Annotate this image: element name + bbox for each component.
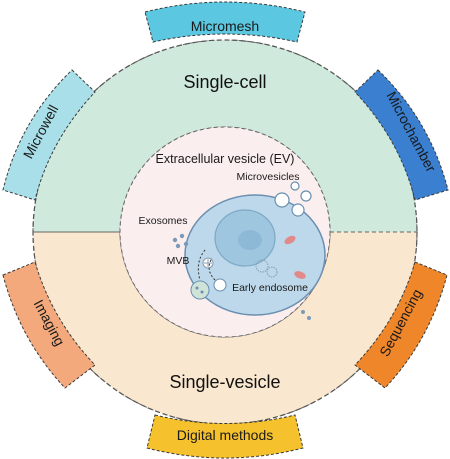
microwell-segment (2, 69, 96, 201)
pathway-arrow (197, 249, 206, 281)
golgi (255, 259, 269, 273)
exosome (172, 237, 178, 243)
single-vesicle-title: Single-vesicle (169, 372, 280, 392)
microvesicle-2 (291, 203, 305, 217)
ev-title: Extracellular vesicle (EV) (156, 152, 295, 166)
microvesicle-3 (300, 190, 312, 202)
microvesicle (274, 192, 290, 208)
digital-methods-label: Digital methods (177, 427, 274, 443)
mvb-body (190, 280, 210, 300)
single-cell-title: Single-cell (183, 72, 266, 92)
mvb-label: MVB (167, 255, 190, 267)
cell-illustration (172, 181, 326, 320)
nucleolus (238, 230, 262, 250)
mitochondrion (284, 235, 296, 245)
imaging-segment (2, 261, 96, 389)
sequencing-segment (354, 261, 448, 389)
pathway-arrow-2 (208, 257, 216, 281)
microvesicles-label: Microvesicles (236, 171, 299, 183)
exosomes-label: Exosomes (138, 215, 187, 227)
micromesh-label: Micromesh (191, 18, 259, 34)
microchamber-segment (354, 69, 449, 201)
early-endosome-label: Early endosome (232, 282, 308, 294)
golgi-2 (266, 266, 278, 278)
mitochondrion-2 (294, 271, 306, 279)
microvesicle-4 (290, 181, 300, 191)
early-endosome-body (213, 278, 227, 292)
digital-methods-segment (146, 414, 304, 459)
micromesh-segment (144, 1, 306, 43)
